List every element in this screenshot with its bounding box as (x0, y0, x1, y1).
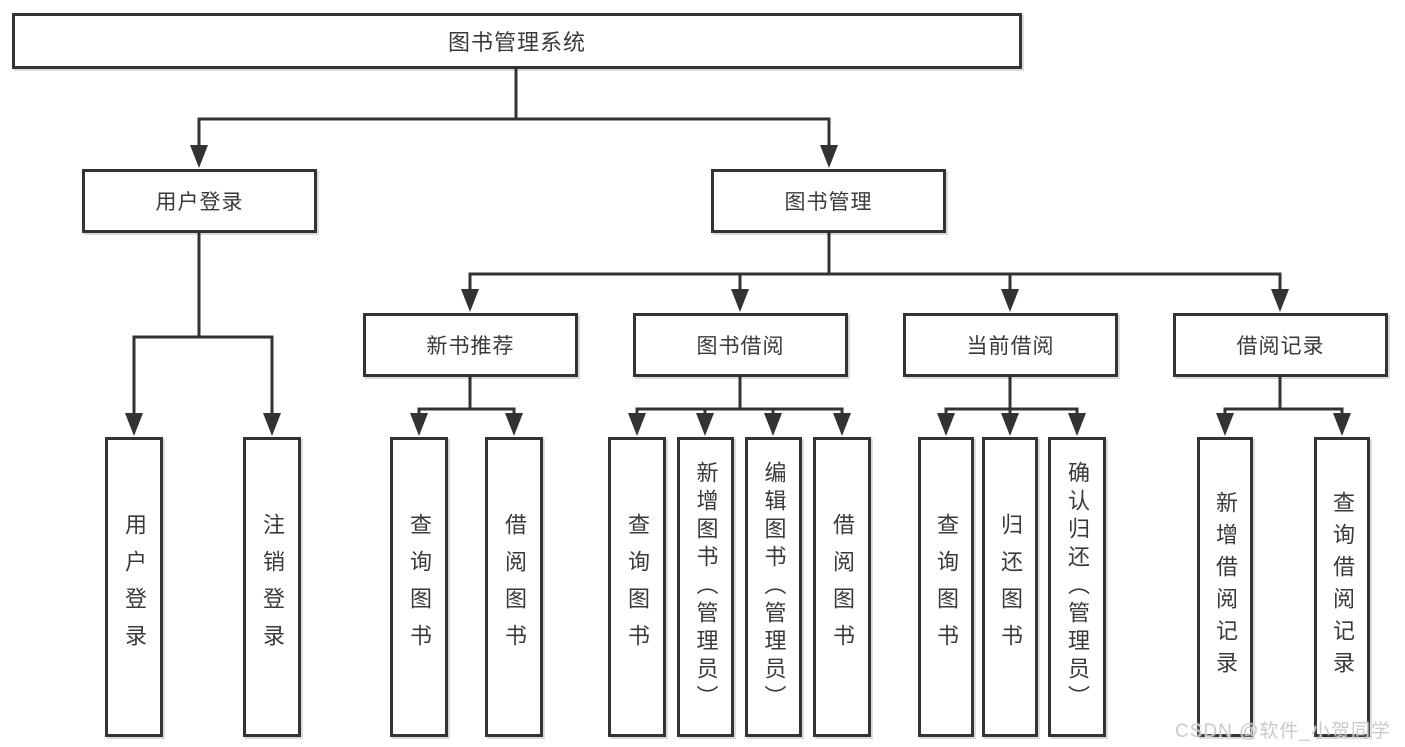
arrowhead-icon (937, 413, 955, 436)
leaf-query-borrow-record: 查询借阅记录 (1314, 437, 1370, 737)
arrowhead-icon (820, 145, 838, 168)
leaf-edit-books-admin: 编辑图书（管理员） (745, 437, 802, 737)
arrowhead-icon (628, 413, 646, 436)
leaf-borrow-books: 借阅图书 (813, 437, 871, 737)
csdn-watermark: CSDN @软件_小贺同学 (1175, 721, 1391, 742)
leaf-query-books-recommend: 查询图书 (390, 437, 448, 737)
arrowhead-icon (696, 413, 714, 436)
leaf-return-books: 归还图书 (982, 437, 1038, 737)
arrowhead-icon (505, 413, 523, 436)
node-current-borrow: 当前借阅 (903, 313, 1118, 377)
arrowhead-icon (1001, 413, 1019, 436)
arrowhead-icon (190, 145, 208, 168)
leaf-add-books-admin: 新增图书（管理员） (677, 437, 734, 737)
leaf-query-books-current: 查询图书 (918, 437, 974, 737)
node-user-login: 用户登录 (82, 169, 317, 233)
node-book-borrow: 图书借阅 (633, 313, 848, 377)
leaf-confirm-return-admin: 确认归还（管理员） (1048, 437, 1106, 737)
leaf-add-borrow-record: 新增借阅记录 (1197, 437, 1253, 737)
leaf-query-books-borrow: 查询图书 (608, 437, 666, 737)
arrowhead-icon (1333, 413, 1351, 436)
leaf-user-login: 用户登录 (105, 437, 163, 737)
node-root-system: 图书管理系统 (12, 13, 1022, 69)
arrowhead-icon (1216, 413, 1234, 436)
leaf-logout-login: 注销登录 (243, 437, 301, 737)
arrowhead-icon (125, 413, 143, 436)
arrowhead-icon (410, 413, 428, 436)
node-book-management: 图书管理 (711, 169, 946, 233)
arrowhead-icon (1271, 289, 1289, 312)
arrowhead-icon (1001, 289, 1019, 312)
leaf-borrow-books-recommend: 借阅图书 (485, 437, 543, 737)
arrowhead-icon (833, 413, 851, 436)
arrowhead-icon (764, 413, 782, 436)
arrowhead-icon (1068, 413, 1086, 436)
node-new-book-recommend: 新书推荐 (363, 313, 578, 377)
arrowhead-icon (263, 413, 281, 436)
node-borrow-records: 借阅记录 (1173, 313, 1388, 377)
arrowhead-icon (731, 289, 749, 312)
arrowhead-icon (461, 289, 479, 312)
